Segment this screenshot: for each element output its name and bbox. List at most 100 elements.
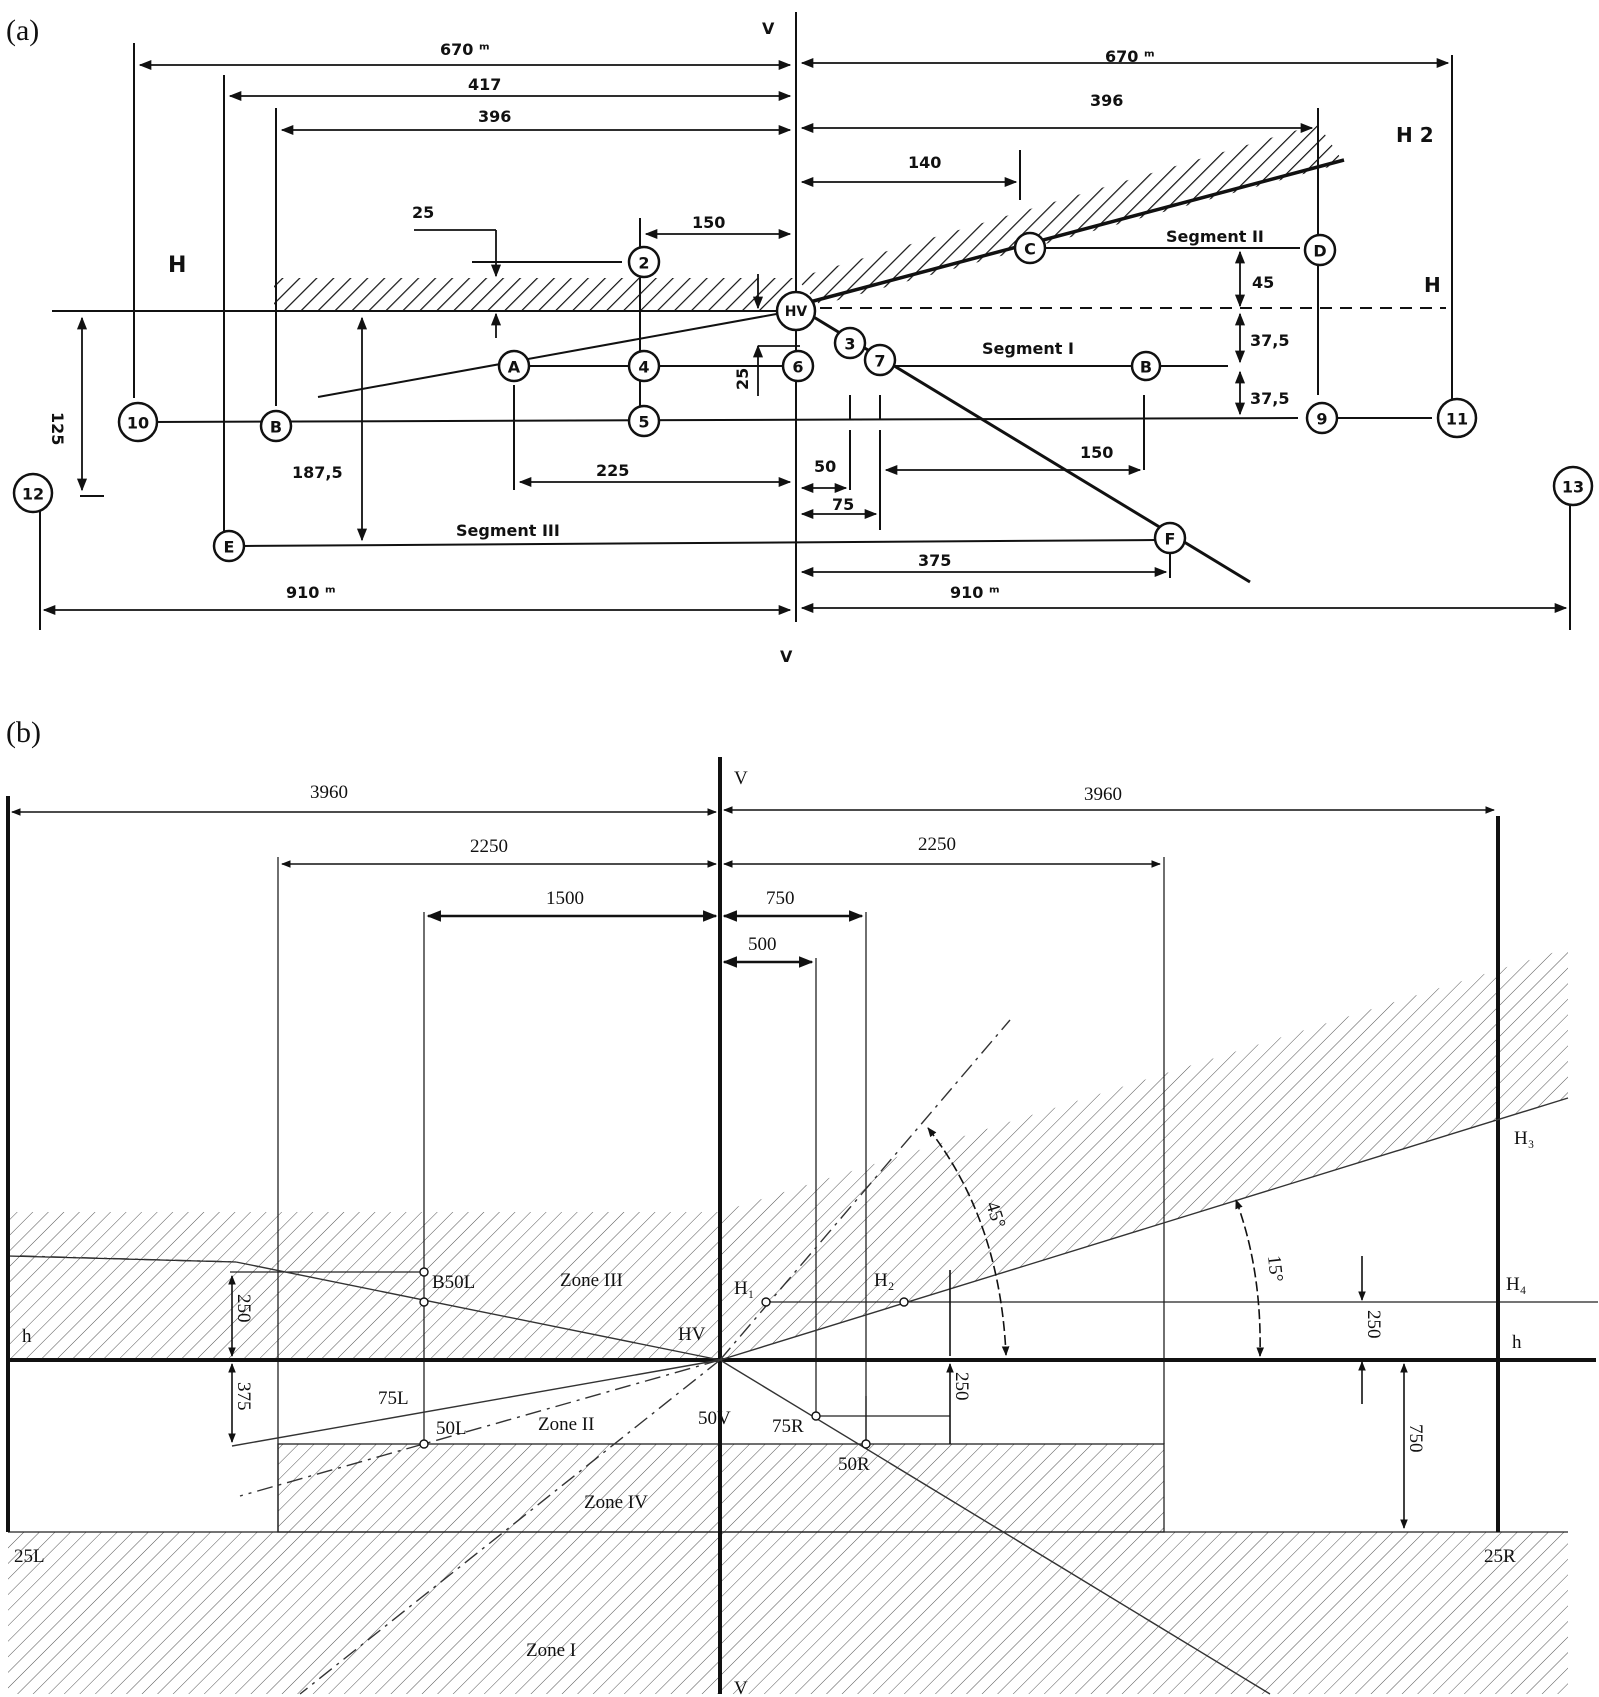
dim-b-right-3960: 3960 (1084, 784, 1122, 805)
point-A-label: A (508, 358, 521, 377)
label-b-75R: 75R (772, 1416, 804, 1437)
point-4-marker (627, 349, 661, 383)
label-b-50L: 50L (436, 1418, 467, 1439)
point-E-label: E (224, 538, 235, 557)
label-a-segment-2: Segment II (1166, 227, 1264, 246)
label-b-zone-IV: Zone IV (584, 1492, 648, 1513)
dim-a-150-top: 150 (692, 213, 725, 232)
label-a-segment-1: Segment I (982, 339, 1074, 358)
point-75R-marker (811, 1411, 821, 1421)
panel-b: (b) (6, 716, 1598, 1697)
point-5-marker (627, 404, 661, 438)
dim-a-75: 75 (832, 495, 854, 514)
point-11-label: 11 (1446, 410, 1468, 429)
point-12-label: 12 (22, 485, 44, 504)
point-7-label: 7 (874, 352, 885, 371)
dim-b-250-right: 250 (1363, 1310, 1384, 1339)
point-2-marker (627, 245, 661, 279)
point-5-label: 5 (638, 413, 649, 432)
point-C-marker (1013, 231, 1047, 265)
point-4-label: 4 (638, 358, 649, 377)
dim-b-left-2250: 2250 (470, 836, 508, 857)
point-50R-marker (861, 1439, 871, 1449)
dimension-lines-b (11, 806, 1495, 1529)
dim-a-left-910: 910 ᵐ (286, 583, 336, 602)
dim-a-187-5: 187,5 (292, 463, 343, 482)
dim-b-375: 375 (233, 1382, 254, 1411)
label-a-v-top: V (762, 19, 775, 38)
point-9-marker (1305, 401, 1339, 435)
point-3-label: 3 (844, 335, 855, 354)
point-H1-marker (761, 1297, 771, 1307)
dim-b-250-left: 250 (233, 1294, 254, 1323)
point-10-label: 10 (127, 414, 149, 433)
dim-a-150-right: 150 (1080, 443, 1113, 462)
dim-b-right-2250: 2250 (918, 834, 956, 855)
angle-45-arc (927, 1127, 1010, 1356)
hatch-left-cutoff (274, 278, 796, 310)
point-D-label: D (1313, 242, 1326, 261)
label-b-v-top: V (734, 768, 748, 789)
label-b-25L: 25L (14, 1546, 45, 1567)
point-13-marker (1552, 465, 1594, 507)
point-B50L-marker (419, 1267, 429, 1277)
panel-b-label: (b) (6, 716, 41, 749)
point-9-label: 9 (1316, 410, 1327, 429)
label-b-H3: H₃ (1514, 1128, 1534, 1149)
point-F-marker (1153, 521, 1187, 555)
point-B-left-marker (259, 409, 293, 443)
point-HV-marker (775, 290, 817, 332)
point-6-marker (781, 349, 815, 383)
point-6-label: 6 (792, 358, 803, 377)
label-b-H1: H₁ (734, 1278, 754, 1299)
point-H2-marker (899, 1297, 909, 1307)
point-3-marker (833, 326, 867, 360)
point-12-marker (12, 472, 54, 514)
dim-b-750-top: 750 (766, 888, 795, 909)
label-b-B50L: B50L (432, 1272, 475, 1293)
point-F-label: F (1165, 530, 1176, 549)
point-D-marker (1303, 233, 1337, 267)
label-b-H4: H₄ (1506, 1274, 1526, 1295)
angle-15-arc (1235, 1199, 1265, 1357)
dim-b-250-mid: 250 (951, 1372, 972, 1401)
label-b-zone-II: Zone II (538, 1414, 594, 1435)
dim-a-25-mid: 25 (733, 368, 752, 390)
zone-III-hatch (8, 948, 1568, 1360)
dim-b-1500: 1500 (546, 888, 584, 909)
hatch-right-cutoff (796, 124, 1344, 305)
dim-a-right-910: 910 ᵐ (950, 583, 1000, 602)
dim-b-750-right: 750 (1405, 1424, 1426, 1453)
point-13-label: 13 (1562, 478, 1584, 497)
dim-b-left-3960: 3960 (310, 782, 348, 803)
dim-a-right-396: 396 (1090, 91, 1123, 110)
dim-a-37-5-a: 37,5 (1250, 331, 1289, 350)
point-B-right-label: B (1140, 358, 1152, 377)
label-a-h-right: H (1424, 273, 1441, 297)
label-b-zone-III: Zone III (560, 1270, 623, 1291)
label-b-h-right: h (1512, 1332, 1522, 1353)
label-b-zone-I: Zone I (526, 1640, 576, 1661)
label-a-segment-3: Segment III (456, 521, 560, 540)
dim-a-left-670: 670 ᵐ (440, 40, 490, 59)
point-75L-marker (419, 1297, 429, 1307)
dim-a-25-left: 25 (412, 203, 434, 222)
point-C-label: C (1024, 240, 1036, 259)
point-10-marker (117, 401, 159, 443)
angle-15-label: 15° (1263, 1254, 1287, 1283)
dim-a-225: 225 (596, 461, 629, 480)
dim-a-45: 45 (1252, 273, 1274, 292)
label-a-h-left: H (168, 253, 186, 278)
point-11-marker (1436, 397, 1478, 439)
dimension-lines-a (42, 57, 1568, 616)
dim-a-125: 125 (48, 412, 67, 445)
label-b-50R: 50R (838, 1454, 870, 1475)
point-markers-b (419, 1267, 909, 1449)
point-HV-label: HV (785, 304, 808, 320)
dim-a-right-670: 670 ᵐ (1105, 47, 1155, 66)
point-50L-marker (419, 1439, 429, 1449)
segment-lines-a (80, 247, 1432, 547)
dim-a-140: 140 (908, 153, 941, 172)
dim-a-37-5-b: 37,5 (1250, 389, 1289, 408)
